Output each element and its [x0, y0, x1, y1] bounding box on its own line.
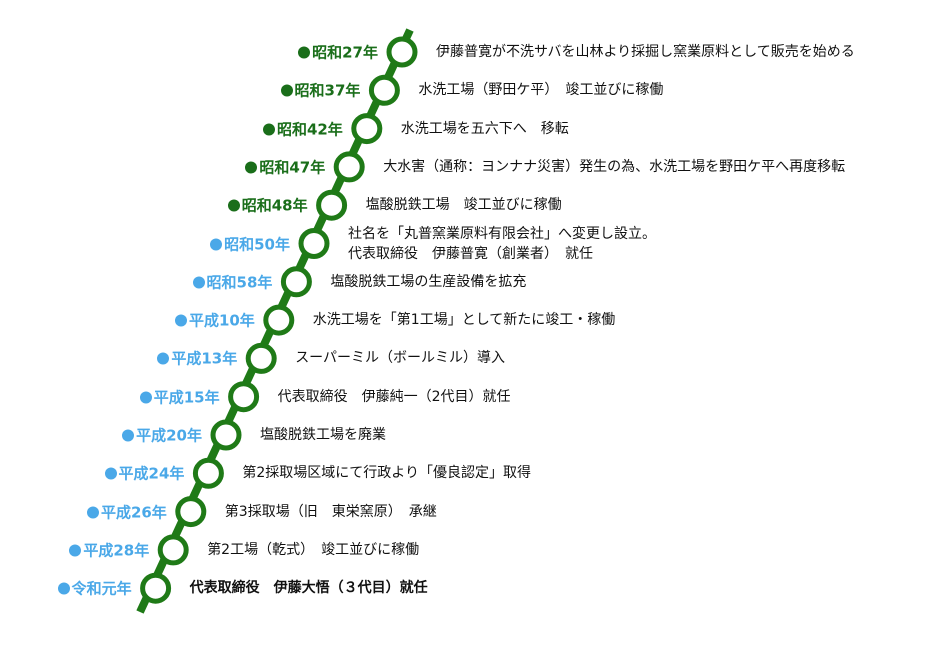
- event-description: 水洗工場（野田ケ平） 竣工並びに稼働: [418, 82, 664, 99]
- era-bullet-icon: [139, 391, 152, 404]
- event-description: 大水害（通称：ヨンナナ災害）発生の為、水洗工場を野田ケ平へ再度移転: [383, 158, 846, 175]
- timeline-node: [157, 534, 189, 566]
- era-bullet-icon: [69, 544, 82, 557]
- era-year-text: 平成24年: [118, 464, 185, 483]
- era-bullet-icon: [245, 161, 258, 174]
- era-label: 昭和37年: [280, 80, 361, 101]
- era-label: 昭和27年: [298, 42, 378, 63]
- era-bullet-icon: [57, 582, 70, 595]
- timeline-node: [333, 151, 365, 183]
- era-label: 昭和47年: [245, 156, 325, 177]
- event-description: 代表取締役 伊藤大悟（３代目）就任: [189, 580, 428, 597]
- era-bullet-icon: [298, 46, 311, 59]
- era-bullet-icon: [280, 84, 293, 97]
- era-label: 昭和48年: [227, 195, 308, 216]
- event-description: 塩酸脱鉄工場を廃業: [260, 427, 386, 443]
- era-bullet-icon: [104, 467, 117, 480]
- era-year-text: 平成13年: [171, 349, 238, 368]
- event-description: 代表取締役 伊藤純一（2代目）就任: [277, 388, 511, 405]
- era-label: 平成15年: [139, 386, 220, 407]
- era-year-text: 昭和58年: [206, 273, 273, 292]
- era-label: 昭和58年: [192, 271, 273, 292]
- timeline-node: [386, 36, 418, 68]
- era-bullet-icon: [227, 199, 240, 212]
- era-year-text: 昭和42年: [276, 120, 343, 139]
- timeline-node: [368, 74, 400, 106]
- era-bullet-icon: [122, 429, 135, 442]
- event-description: 塩酸脱鉄工場 竣工並びに稼働: [365, 197, 562, 214]
- event-description: 第2採取場区域にて行政より「優良認定」取得: [242, 465, 532, 482]
- era-label: 平成10年: [174, 310, 255, 331]
- timeline-node: [245, 342, 277, 374]
- era-bullet-icon: [210, 238, 223, 250]
- era-year-text: 平成15年: [153, 388, 220, 407]
- event-description: 伊藤普寛が不洗サバを山林より採掘し窯業原料として販売を始める: [436, 44, 855, 60]
- event-description: 第2工場（乾式） 竣工並びに稼働: [207, 541, 420, 558]
- era-bullet-icon: [192, 276, 205, 289]
- era-year-text: 平成28年: [83, 541, 150, 560]
- timeline-node: [316, 189, 348, 221]
- event-description: 第3採取場（旧 東栄窯原） 承継: [224, 503, 437, 520]
- era-label: 平成20年: [122, 425, 202, 446]
- timeline-node: [175, 496, 207, 528]
- event-description: 水洗工場を「第1工場」として新たに竣工・稼働: [312, 312, 616, 329]
- timeline-node: [192, 457, 224, 489]
- era-label: 平成13年: [157, 348, 237, 369]
- era-label: 昭和50年: [210, 233, 290, 254]
- era-year-text: 昭和48年: [241, 196, 308, 215]
- era-year-text: 平成20年: [136, 426, 202, 445]
- era-year-text: 昭和47年: [259, 158, 326, 177]
- era-label: 平成26年: [86, 501, 167, 522]
- timeline-node: [228, 381, 260, 413]
- event-description: スーパーミル（ボールミル）導入: [295, 350, 506, 367]
- event-description: 水洗工場を五六下へ 移転: [400, 120, 569, 137]
- era-label: 令和元年: [57, 578, 132, 599]
- event-description: 社名を「丸普窯業原料有限会社」へ変更し設立。 代表取締役 伊藤普寛（創業者） 就…: [348, 225, 656, 262]
- timeline-node: [210, 419, 242, 451]
- era-year-text: 平成26年: [100, 503, 167, 522]
- era-label: 平成24年: [104, 463, 185, 484]
- era-bullet-icon: [157, 352, 170, 365]
- era-bullet-icon: [262, 123, 275, 136]
- era-year-text: 昭和27年: [312, 43, 378, 62]
- timeline-node: [263, 304, 295, 336]
- era-bullet-icon: [174, 314, 187, 327]
- era-bullet-icon: [86, 506, 99, 519]
- timeline-node: [298, 228, 330, 259]
- era-label: 昭和42年: [262, 118, 343, 139]
- era-label: 平成28年: [69, 539, 149, 560]
- timeline-node: [140, 572, 172, 604]
- event-description: 塩酸脱鉄工場の生産設備を拡充: [330, 273, 527, 290]
- era-year-text: 令和元年: [71, 579, 132, 598]
- era-year-text: 昭和37年: [294, 81, 361, 100]
- timeline-node: [280, 266, 312, 298]
- timeline-node: [351, 113, 383, 145]
- era-year-text: 平成10年: [188, 311, 255, 330]
- era-year-text: 昭和50年: [224, 235, 290, 253]
